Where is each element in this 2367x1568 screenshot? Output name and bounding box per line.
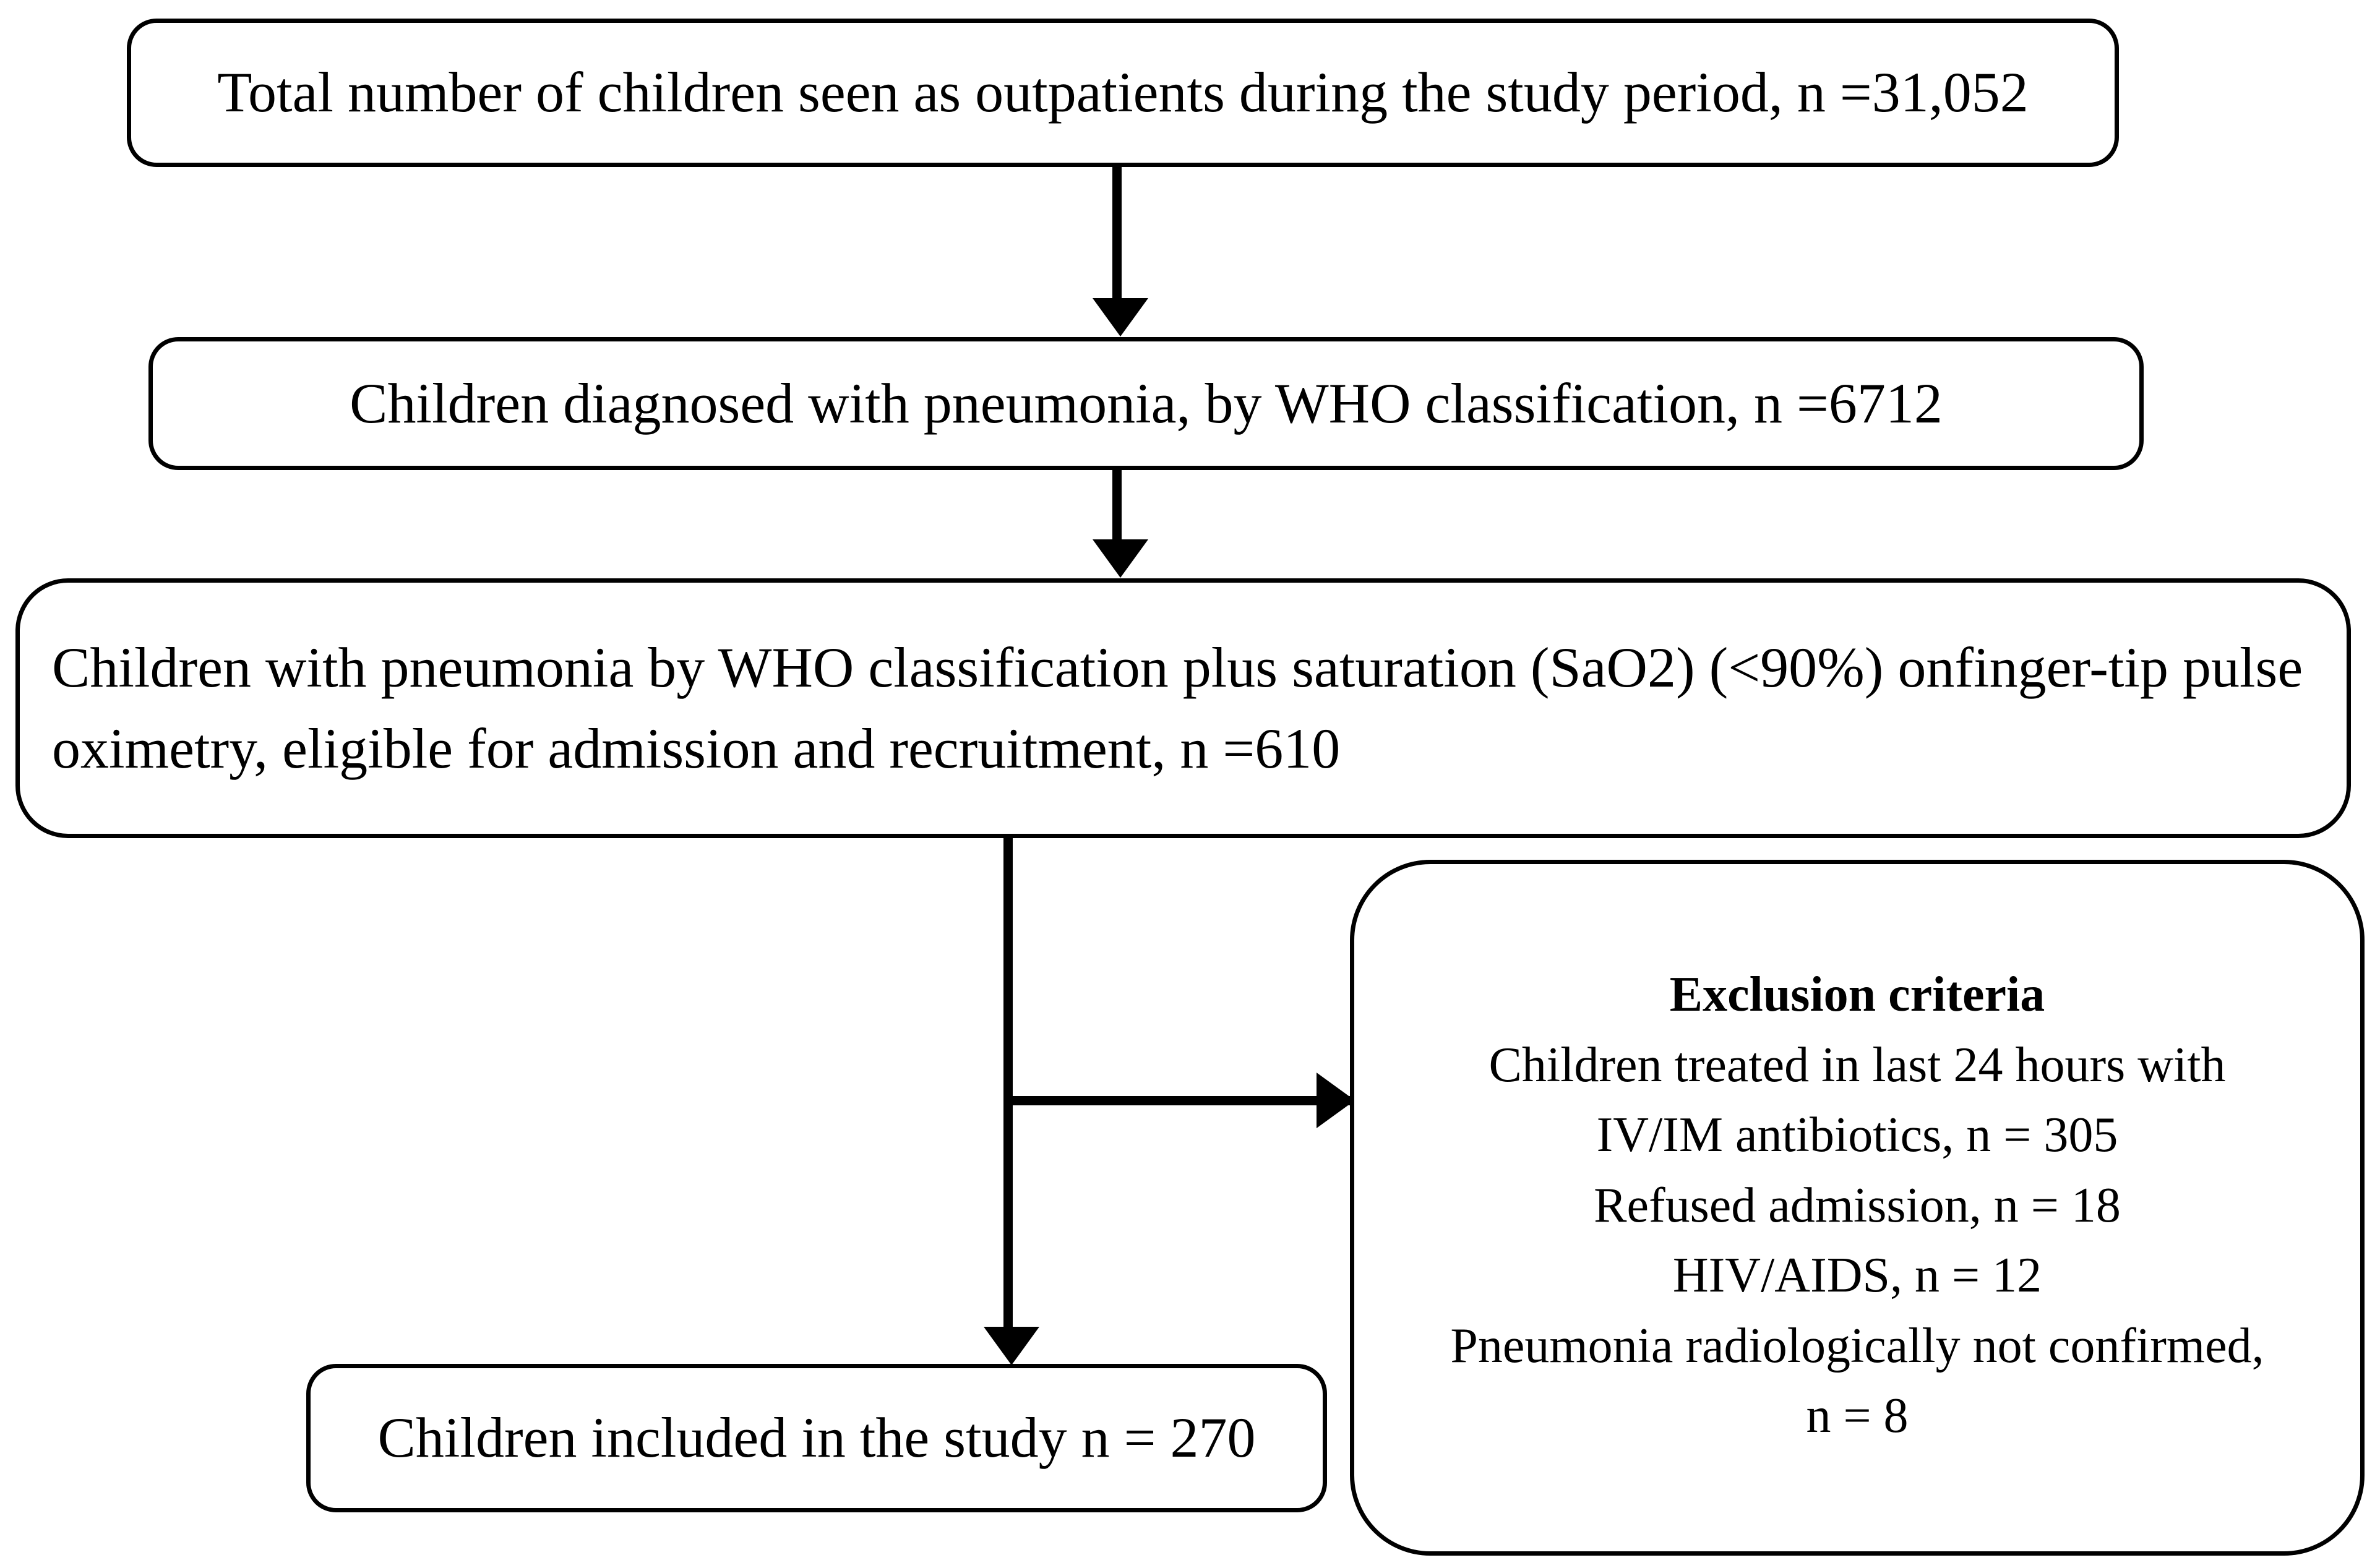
connector-total-to-who-arrowhead-icon (1093, 298, 1148, 336)
exclusion-item-antibiotics-line-2: IV/IM antibiotics, n = 305 (1596, 1108, 2118, 1163)
connector-who-to-eligible-stem (1112, 469, 1122, 542)
connector-eligible-to-exclusion-arrowhead-icon (1317, 1073, 1355, 1128)
connector-who-to-eligible-arrowhead-icon (1093, 539, 1148, 578)
connector-eligible-to-included-arrowhead-icon (984, 1327, 1039, 1365)
node-children-included-text: Children included in the study n = 270 (377, 1406, 1256, 1470)
node-total-outpatients-text: Total number of children seen as outpati… (217, 61, 2029, 124)
node-who-diagnosed: Children diagnosed with pneumonia, by WH… (148, 337, 2144, 470)
node-exclusion-criteria: Exclusion criteria Children treated in l… (1350, 860, 2365, 1556)
connector-eligible-to-exclusion-stem (1003, 1096, 1356, 1105)
exclusion-criteria-heading: Exclusion criteria (1669, 967, 2045, 1022)
node-who-diagnosed-text: Children diagnosed with pneumonia, by WH… (350, 371, 1943, 435)
exclusion-item-antibiotics-line-1: Children treated in last 24 hours with (1489, 1037, 2226, 1092)
node-eligible-line-1: Children with pneumonia by WHO classific… (52, 636, 2303, 700)
node-eligible-line-2: oximetry, eligible for admission and rec… (52, 717, 1341, 780)
exclusion-item-refused-admission: Refused admission, n = 18 (1594, 1178, 2121, 1233)
node-total-outpatients: Total number of children seen as outpati… (127, 19, 2119, 167)
node-children-included: Children included in the study n = 270 (306, 1364, 1327, 1512)
exclusion-item-radiology-line-1: Pneumonia radiologically not confirmed, (1450, 1318, 2264, 1373)
connector-total-to-who-stem (1112, 166, 1122, 302)
exclusion-item-hiv-aids: HIV/AIDS, n = 12 (1672, 1248, 2042, 1303)
exclusion-item-radiology-line-2: n = 8 (1806, 1389, 1909, 1444)
connector-eligible-to-included-stem (1003, 837, 1013, 1332)
node-eligible: Children with pneumonia by WHO classific… (15, 578, 2351, 838)
